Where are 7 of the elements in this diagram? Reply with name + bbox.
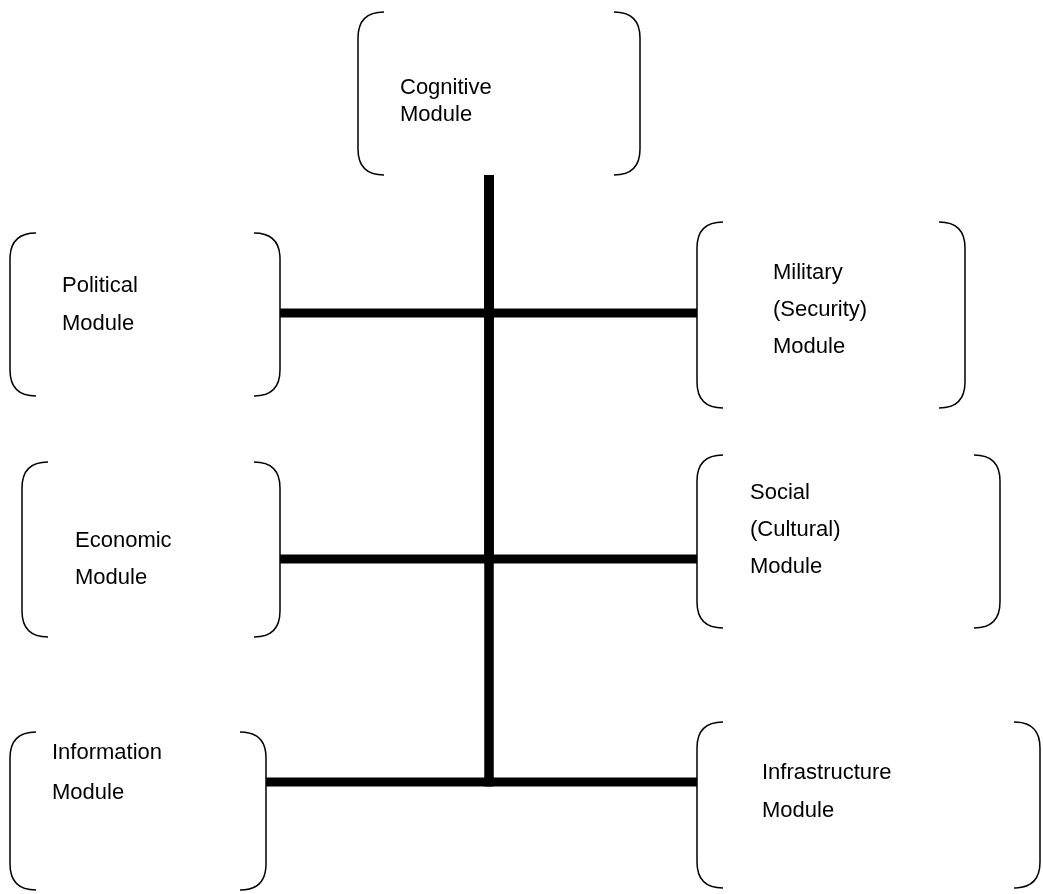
module-label: Political Module [62, 271, 139, 337]
module-label: Information Module [52, 738, 164, 806]
module-label: Infrastructure Module [762, 758, 893, 824]
module-label: Cognitive Module [400, 73, 493, 127]
module-label: Military (Security) Module [773, 258, 869, 360]
module-label: Social (Cultural) Module [750, 478, 842, 580]
module-label: Economic Module [75, 526, 173, 591]
